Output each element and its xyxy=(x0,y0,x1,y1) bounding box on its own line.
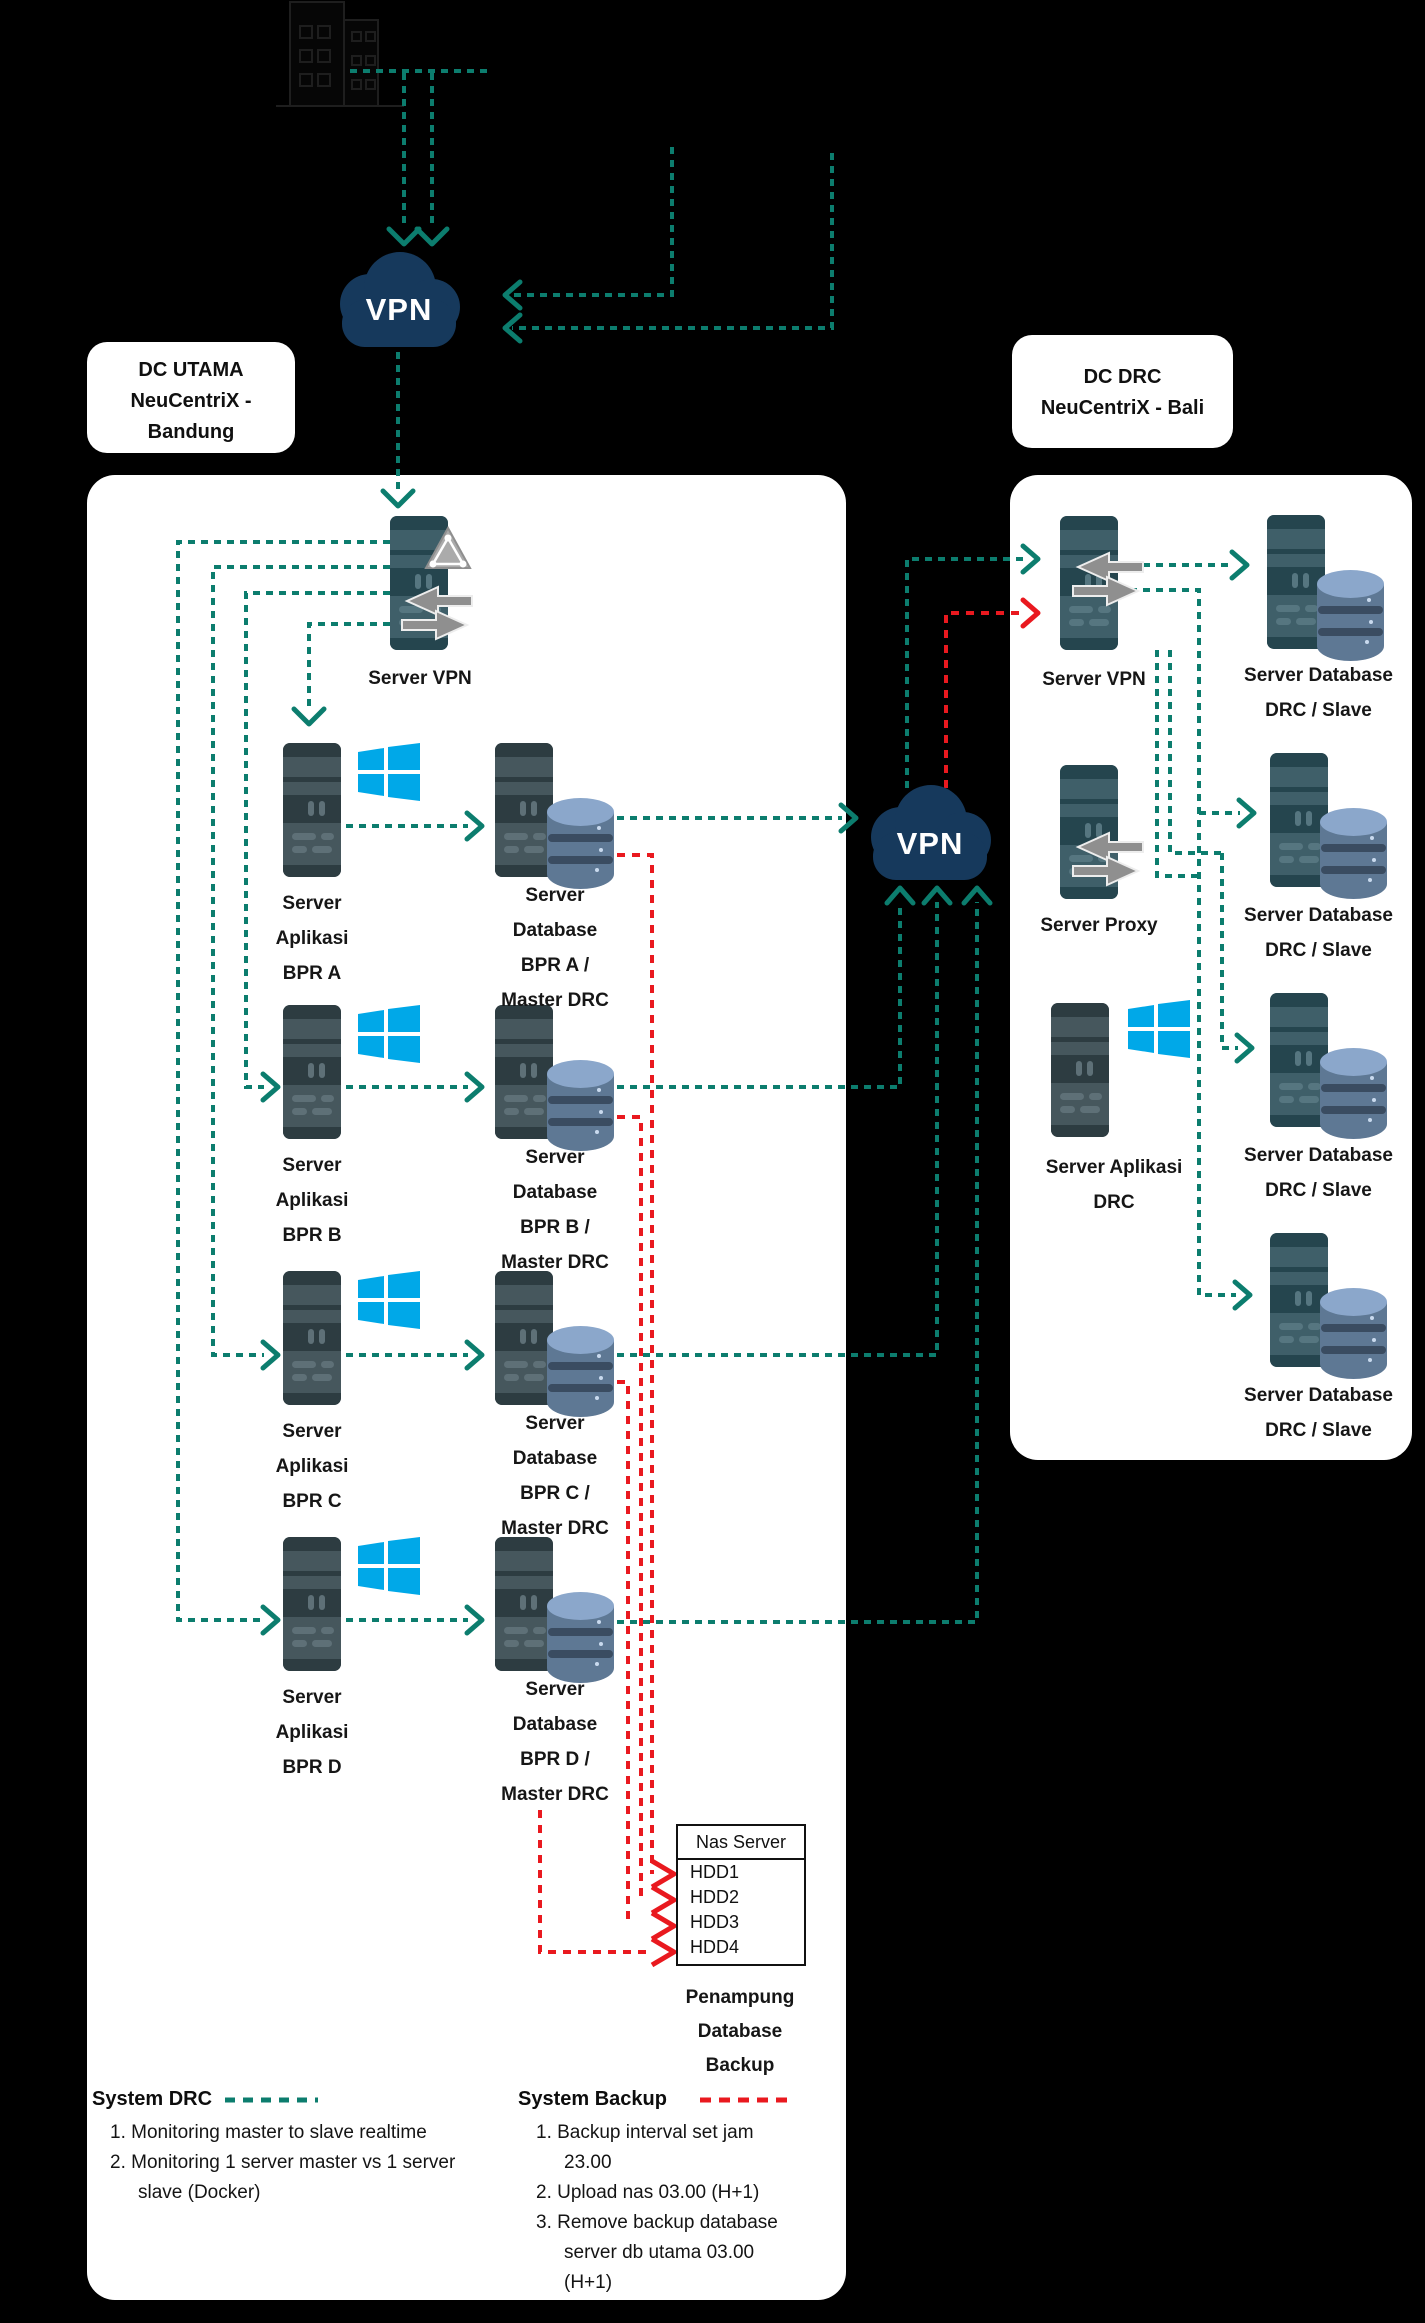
server-database-bpr-d-icon xyxy=(495,1537,553,1671)
nas-hdd2: HDD2 xyxy=(690,1887,740,1907)
database-cylinder-icon xyxy=(1320,1288,1387,1379)
legend-system-drc-title: System DRC xyxy=(92,2088,213,2110)
database-cylinder-icon xyxy=(547,1060,614,1151)
legend-system-drc-items: 1. Monitoring master to slave realtime 2… xyxy=(110,2122,456,2203)
database-cylinder-icon xyxy=(1317,570,1384,661)
dc-drc-title-box xyxy=(1012,335,1233,448)
red-arrowhead xyxy=(1020,597,1041,629)
legend-system-backup-items: 1. Backup interval set jam 23.00 2. Uplo… xyxy=(536,2122,778,2293)
server-aplikasi-bpr-a-icon xyxy=(283,743,341,877)
drc-db-slave-2-icon xyxy=(1270,753,1328,887)
drc-db-slave-1-icon xyxy=(1267,515,1325,649)
windows-icon xyxy=(358,1537,420,1595)
database-cylinder-icon xyxy=(547,798,614,889)
label-drc-server-vpn: Server VPN xyxy=(1042,669,1146,690)
windows-icon xyxy=(358,743,420,801)
dc-utama-title: DC UTAMA NeuCentriX - Bandung xyxy=(130,359,252,443)
dc-utama-panel xyxy=(87,475,846,2300)
database-cylinder-icon xyxy=(547,1592,614,1683)
server-aplikasi-bpr-c-icon xyxy=(283,1271,341,1405)
teal-arrowheads xyxy=(260,226,1257,1636)
drc-server-aplikasi-icon xyxy=(1051,1003,1109,1137)
database-cylinder-icon xyxy=(547,1326,614,1417)
nas-hdd3: HDD3 xyxy=(690,1912,740,1932)
nas-hdd4: HDD4 xyxy=(690,1937,740,1957)
dc-drc-title: DC DRC NeuCentriX - Bali xyxy=(1040,366,1205,419)
label-drc-server-proxy: Server Proxy xyxy=(1040,915,1158,936)
vpn-top-label: VPN xyxy=(365,292,433,327)
database-cylinder-icon xyxy=(1320,808,1387,899)
server-database-bpr-b-icon xyxy=(495,1005,553,1139)
server-aplikasi-bpr-b-icon xyxy=(283,1005,341,1139)
system-drc-lines xyxy=(176,69,1240,1624)
drc-db-slave-4-icon xyxy=(1270,1233,1328,1367)
label-server-vpn: Server VPN xyxy=(368,668,472,689)
windows-icon xyxy=(1128,1000,1190,1058)
server-database-bpr-a-icon xyxy=(495,743,553,877)
drc-db-slave-3-icon xyxy=(1270,993,1328,1127)
database-cylinder-icon xyxy=(1320,1048,1387,1139)
legend-system-backup-title: System Backup xyxy=(518,2088,667,2110)
nas-server-title: Nas Server xyxy=(678,1826,804,1860)
windows-icon xyxy=(358,1271,420,1329)
nas-server-box: Nas Server HDD1 HDD2 HDD3 HDD4 xyxy=(676,1824,806,1966)
building-icon xyxy=(276,1,404,107)
server-database-bpr-c-icon xyxy=(495,1271,553,1405)
system-backup-lines xyxy=(538,611,1024,1954)
vpn-mid-label: VPN xyxy=(896,826,964,861)
windows-icon xyxy=(358,1005,420,1063)
dc-utama-title-box xyxy=(87,342,295,453)
server-aplikasi-bpr-d-icon xyxy=(283,1537,341,1671)
nas-backup-arrows xyxy=(650,1858,677,1968)
nas-hdd1: HDD1 xyxy=(690,1862,740,1882)
